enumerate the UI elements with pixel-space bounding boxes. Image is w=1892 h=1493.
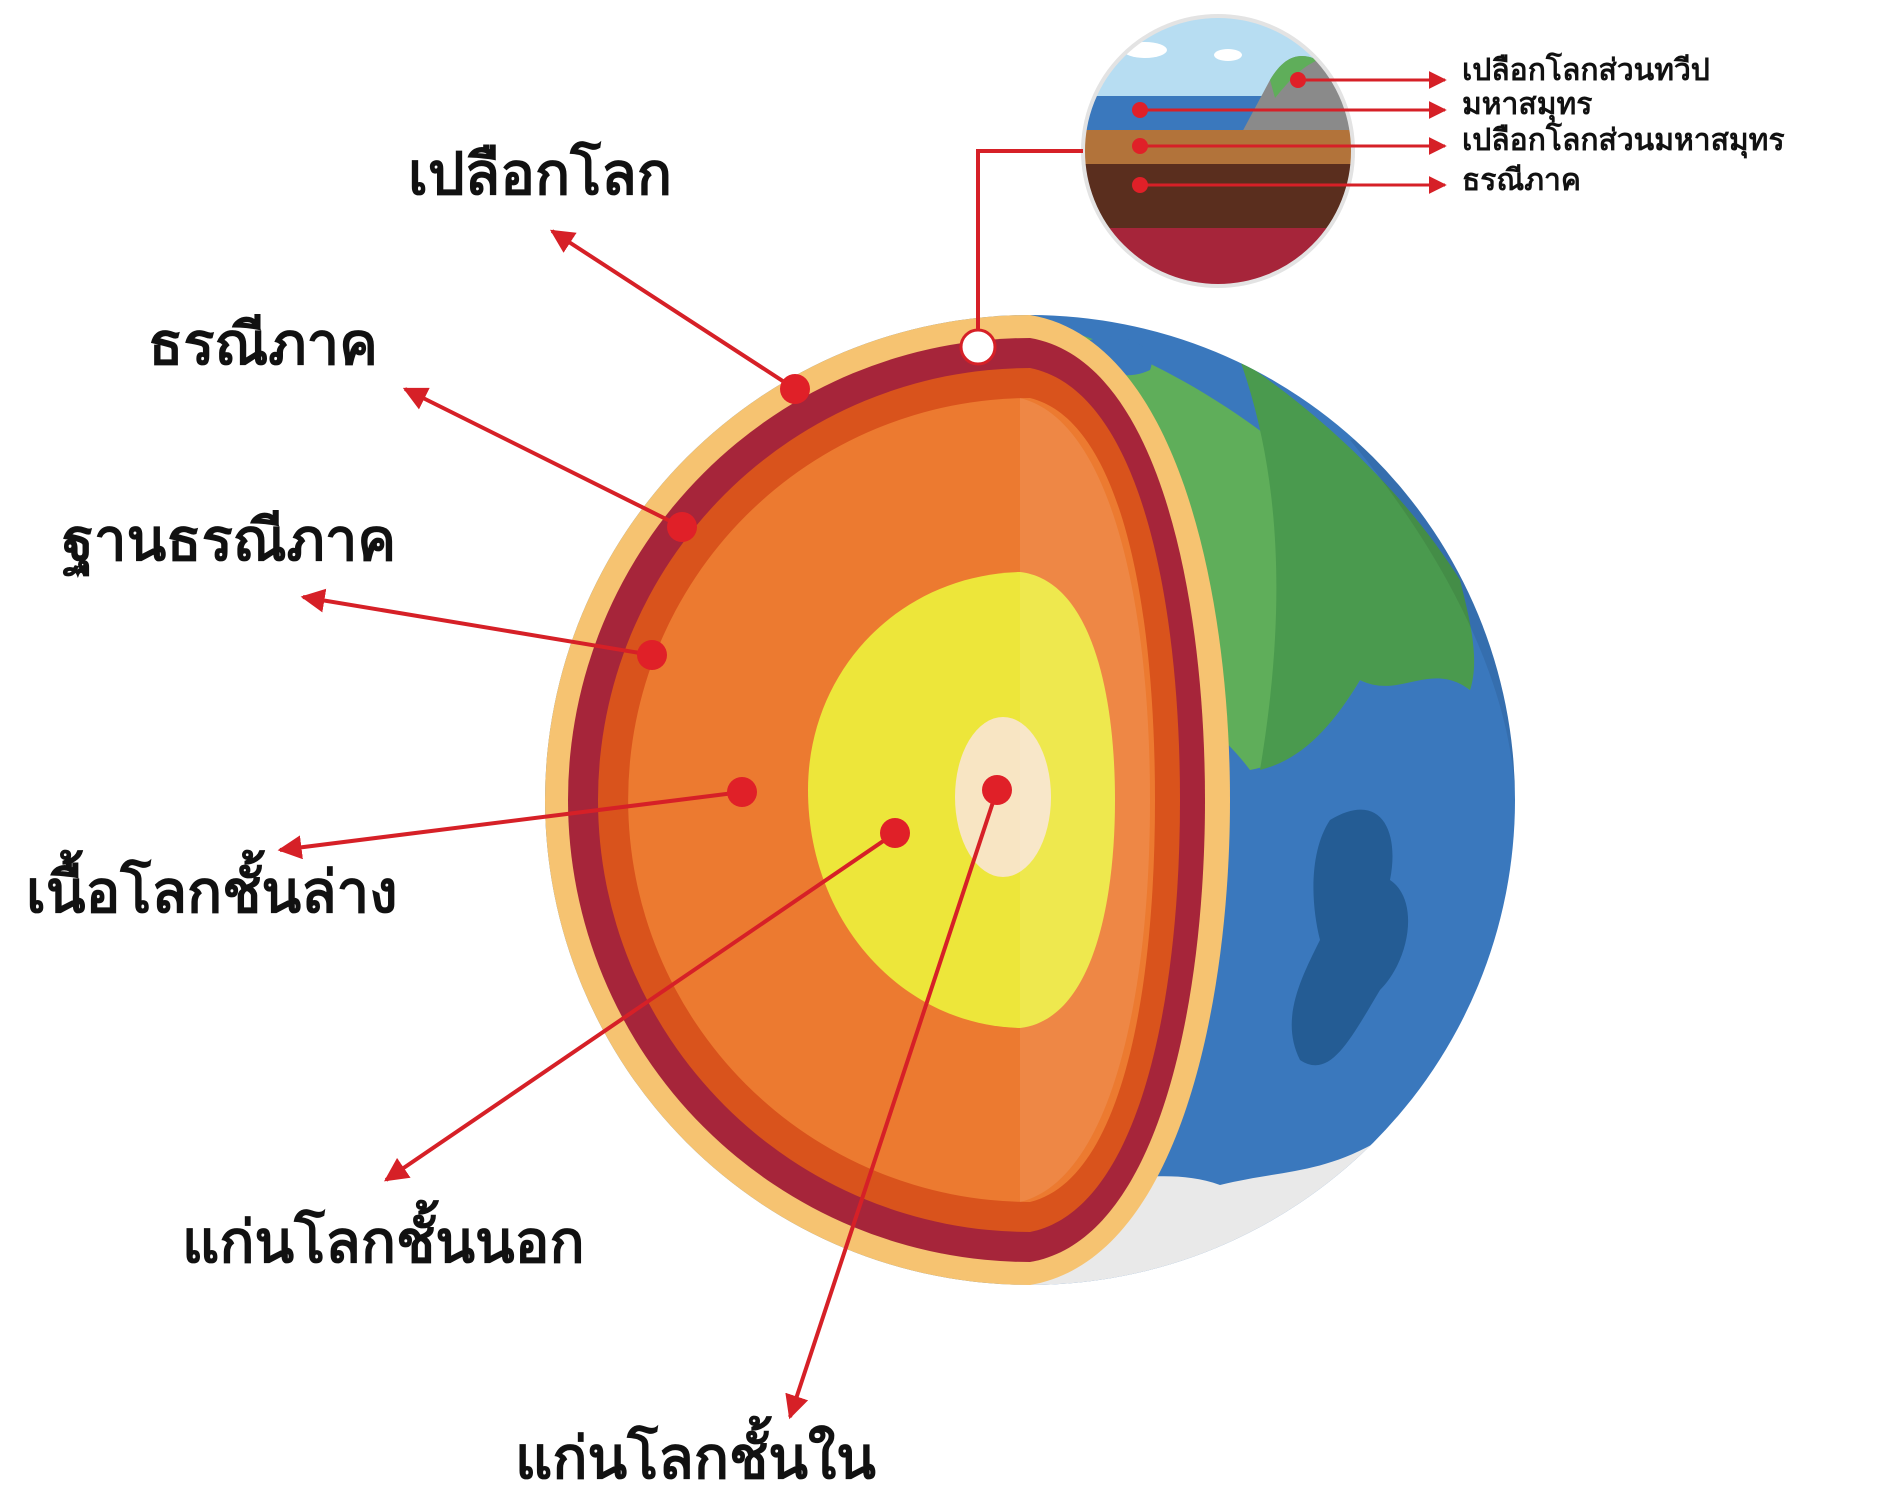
label-asthenosphere: ฐานธรณีภาค bbox=[62, 506, 396, 578]
dot-lower-mantle bbox=[727, 777, 757, 807]
label-inner-core: แก่นโลกชั้นใน bbox=[515, 1416, 876, 1492]
inset-label-continental-crust: เปลือกโลกส่วนทวีป bbox=[1462, 51, 1710, 88]
arrow-crust bbox=[552, 231, 795, 389]
dot-inner-core bbox=[982, 775, 1012, 805]
inset-cloud-right bbox=[1214, 49, 1242, 61]
dot-lithosphere bbox=[667, 512, 697, 542]
arrow-lithosphere bbox=[405, 389, 682, 527]
label-outer-core: แก่นโลกชั้นนอก bbox=[182, 1200, 585, 1276]
dot-crust bbox=[780, 374, 810, 404]
inset-cross-section bbox=[1080, 14, 1360, 298]
inset-label-lithosphere: ธรณีภาค bbox=[1462, 163, 1581, 198]
inset-dot-continental-crust bbox=[1290, 72, 1306, 88]
dot-asthenosphere bbox=[637, 640, 667, 670]
label-lithosphere: ธรณีภาค bbox=[148, 310, 378, 378]
dot-outer-core bbox=[880, 818, 910, 848]
label-lower-mantle: เนื้อโลกชั้นล่าง bbox=[26, 850, 398, 926]
inset-dot-lithosphere bbox=[1132, 177, 1148, 193]
label-crust: เปลือกโลก bbox=[408, 139, 672, 208]
inset-connector-point bbox=[961, 330, 995, 364]
inset-dot-ocean bbox=[1132, 102, 1148, 118]
earth-cutaway bbox=[545, 315, 1230, 1285]
inset-lithosphere bbox=[1080, 164, 1360, 230]
inset-label-oceanic-crust: เปลือกโลกส่วนมหาสมุทร bbox=[1462, 121, 1785, 159]
inset-dot-oceanic-crust bbox=[1132, 138, 1148, 154]
inset-label-ocean: มหาสมุทร bbox=[1462, 87, 1592, 123]
